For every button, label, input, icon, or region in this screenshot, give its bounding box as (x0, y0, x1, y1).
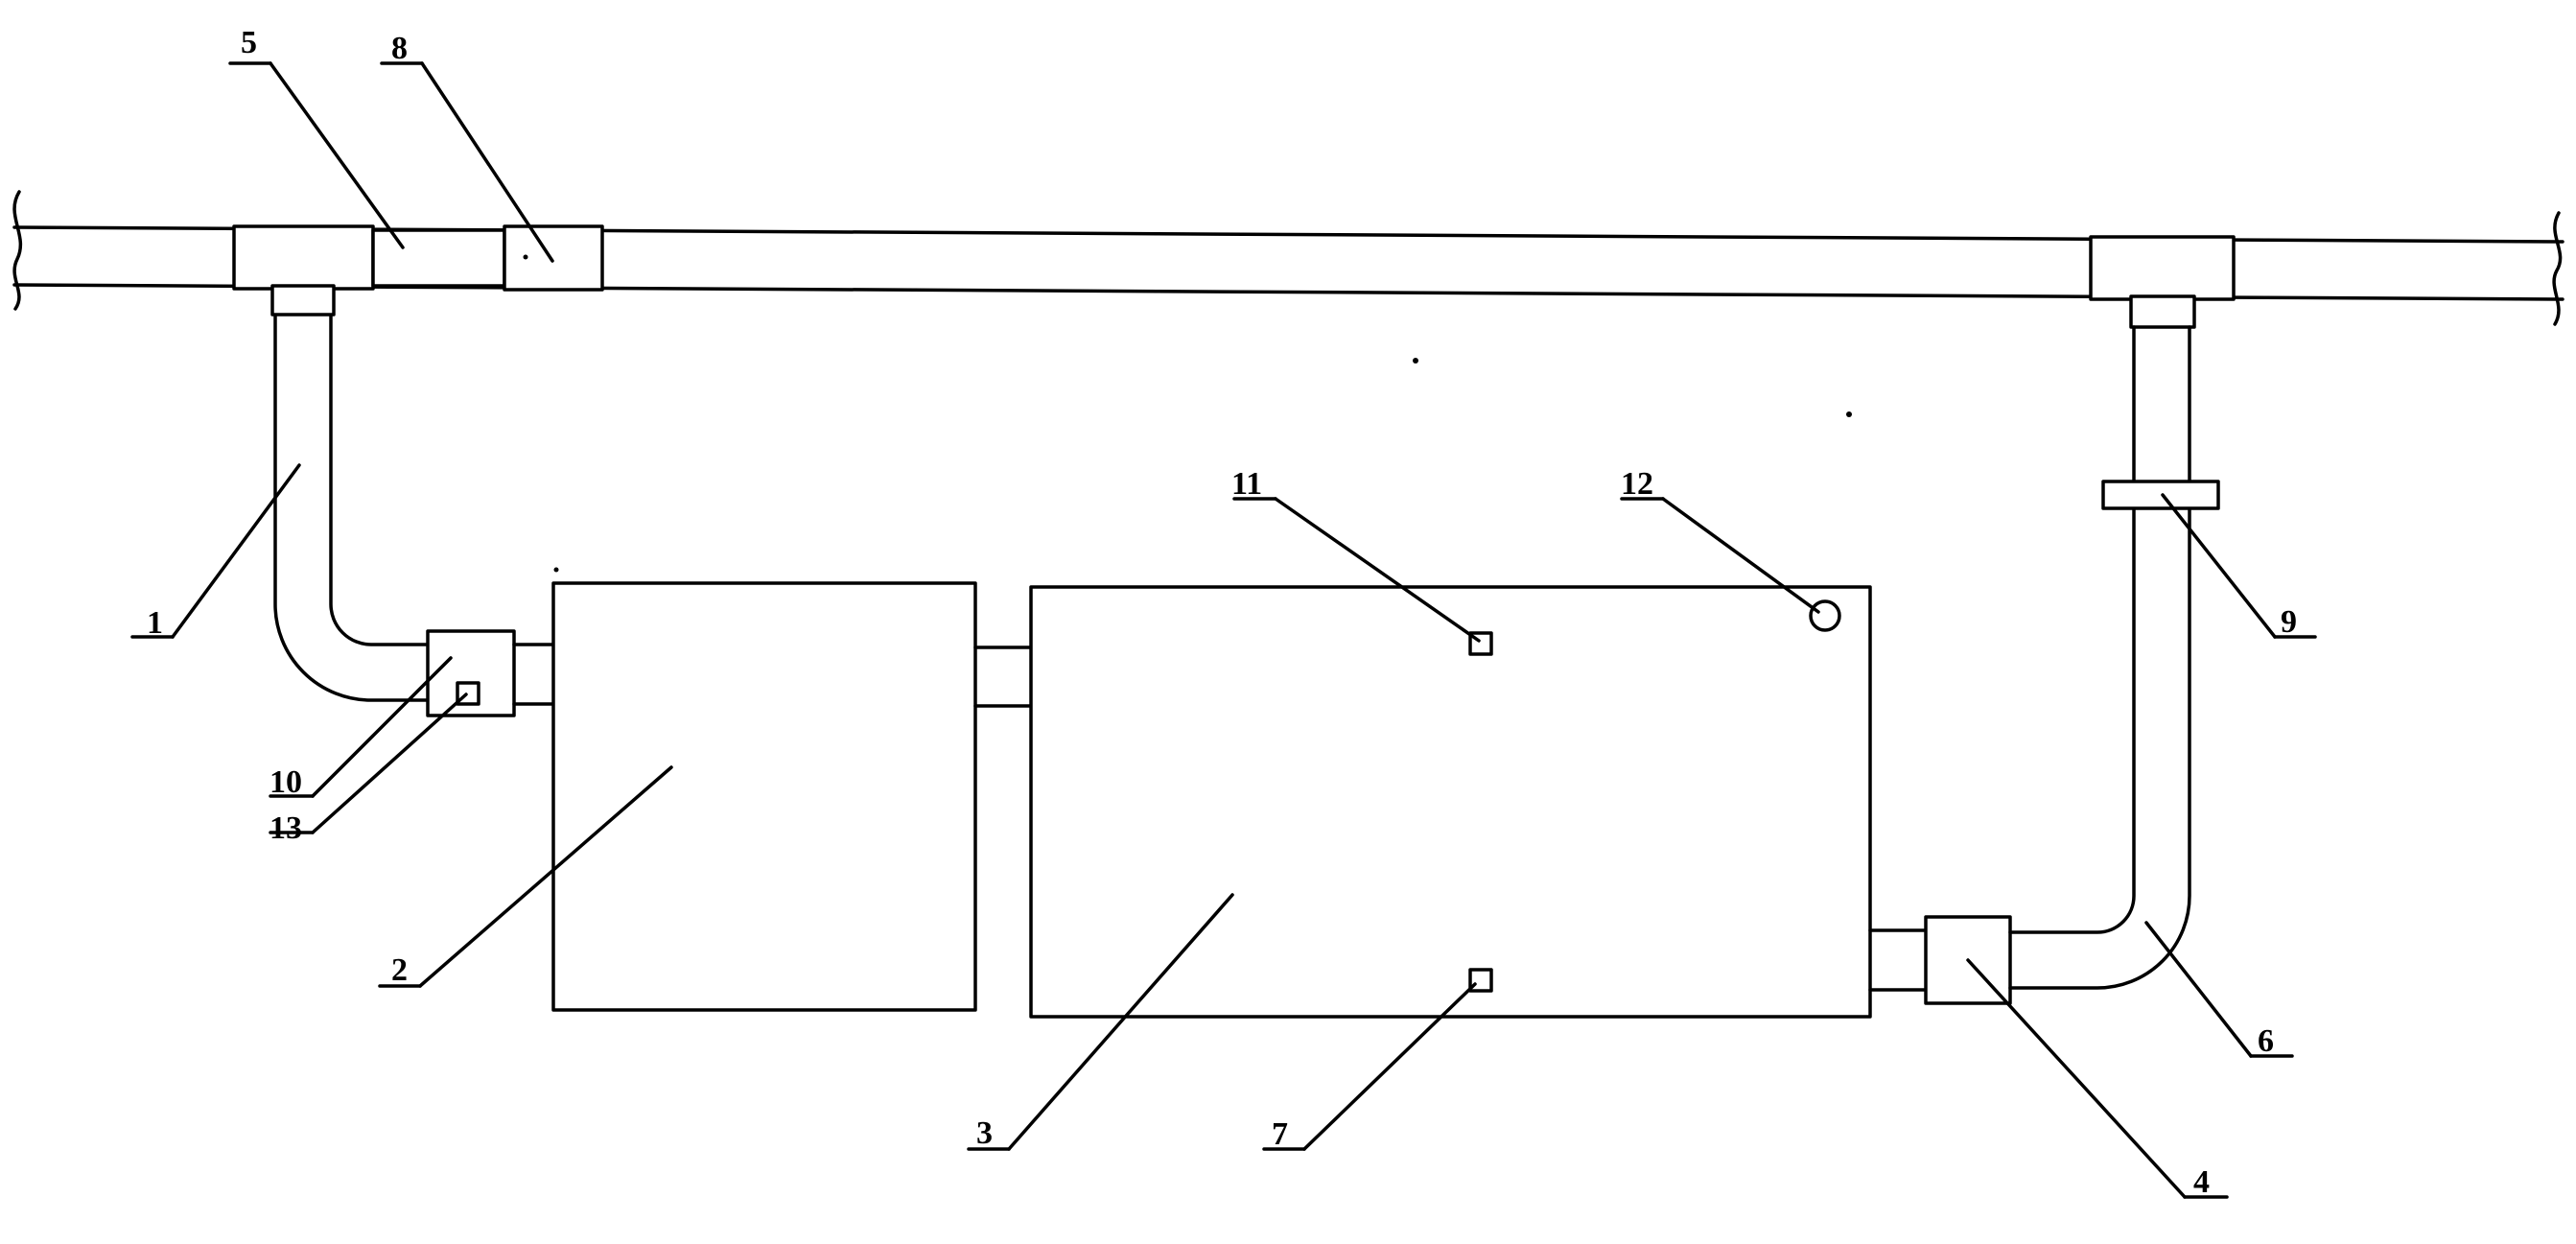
left-tee-fitting (232, 224, 375, 317)
label-9: 9 (2281, 604, 2297, 640)
pipe-10-to-2 (512, 643, 555, 706)
label-2: 2 (391, 952, 408, 988)
leader-lines (130, 61, 2317, 1199)
reference-numerals: 5 8 1 10 13 2 3 7 11 12 9 6 4 (147, 25, 2297, 1200)
component-3-box (1029, 585, 1872, 1019)
label-8: 8 (391, 31, 408, 66)
component-9-clamp (2101, 480, 2220, 510)
label-4: 4 (2193, 1164, 2210, 1200)
label-3: 3 (976, 1115, 993, 1151)
label-10: 10 (269, 764, 302, 800)
pipe-2-to-3 (973, 645, 1033, 708)
component-2-box (551, 581, 977, 1012)
label-11: 11 (1231, 466, 1262, 502)
component-5-pipe-segment (371, 228, 506, 288)
label-1: 1 (147, 605, 163, 641)
stray-dot (1413, 358, 1418, 364)
stray-dot (553, 567, 559, 573)
right-tee-fitting (2089, 235, 2236, 329)
label-12: 12 (1621, 466, 1653, 502)
label-7: 7 (1272, 1116, 1288, 1152)
label-6: 6 (2258, 1023, 2274, 1059)
pipe-3-to-4 (1868, 928, 1928, 992)
label-5: 5 (241, 25, 257, 60)
component-12-port (1809, 599, 1841, 632)
label-13: 13 (269, 810, 302, 846)
component-1-inlet-pipe (273, 315, 430, 702)
component-6-return-pipe (2008, 325, 2191, 990)
stray-dot (1846, 411, 1852, 417)
component-8-inline-valve (503, 224, 604, 292)
component-8-center-dot (523, 254, 528, 260)
